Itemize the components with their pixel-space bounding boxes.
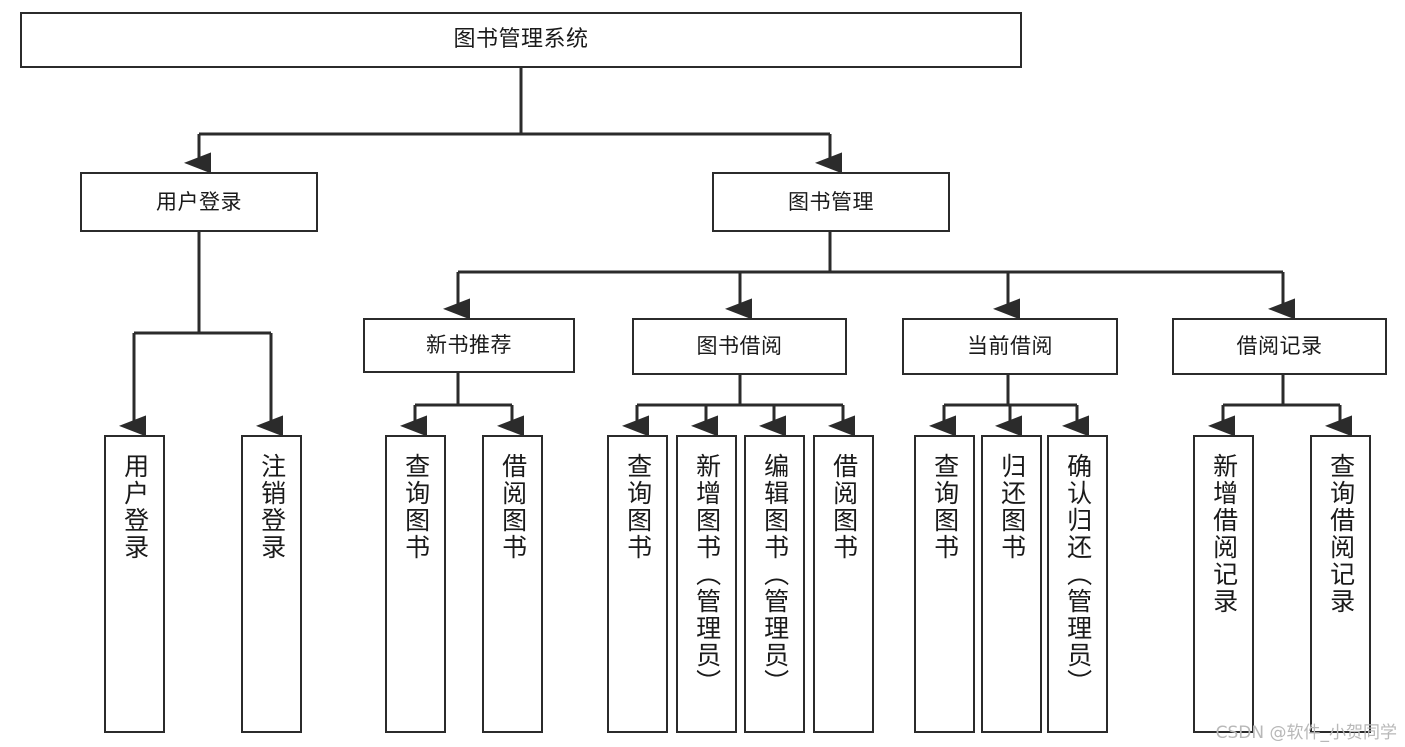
node-label: 图书管理系统 [453,27,589,53]
leaf-user-login-signout[interactable]: 注销登录 [241,435,302,733]
node-label: 用户登录 [120,453,150,561]
node-label: 借阅图书 [829,453,859,561]
leaf-current-borrow-query[interactable]: 查询图书 [914,435,975,733]
node-label: 图书管理 [788,189,874,214]
node-user-login[interactable]: 用户登录 [80,172,318,232]
node-book-management[interactable]: 图书管理 [712,172,950,232]
node-book-borrow[interactable]: 图书借阅 [632,318,847,375]
node-label: 查询图书 [623,453,653,561]
node-label: 查询图书 [930,453,960,561]
node-label: 查询图书 [401,453,431,561]
node-label: 新增图书（管理员） [692,453,722,696]
leaf-book-borrow-add[interactable]: 新增图书（管理员） [676,435,737,733]
node-label: 借阅记录 [1236,334,1323,359]
watermark-text: CSDN @软件_小贺同学 [1215,723,1397,743]
leaf-book-borrow-query[interactable]: 查询图书 [607,435,668,733]
node-label: 当前借阅 [967,334,1053,359]
leaf-current-borrow-return[interactable]: 归还图书 [981,435,1042,733]
node-label: 注销登录 [257,453,287,561]
leaf-user-login-signin[interactable]: 用户登录 [104,435,165,733]
node-label: 归还图书 [997,453,1027,561]
leaf-new-book-borrow[interactable]: 借阅图书 [482,435,543,733]
leaf-borrow-record-add[interactable]: 新增借阅记录 [1193,435,1254,733]
leaf-new-book-query[interactable]: 查询图书 [385,435,446,733]
node-label: 新增借阅记录 [1209,453,1239,615]
leaf-borrow-record-query[interactable]: 查询借阅记录 [1310,435,1371,733]
node-new-book-recommend[interactable]: 新书推荐 [363,318,575,373]
node-current-borrow[interactable]: 当前借阅 [902,318,1118,375]
node-label: 编辑图书（管理员） [760,453,790,696]
node-label: 用户登录 [156,189,242,214]
leaf-current-borrow-confirm-return[interactable]: 确认归还（管理员） [1047,435,1108,733]
node-label: 查询借阅记录 [1326,453,1356,615]
leaf-book-borrow-edit[interactable]: 编辑图书（管理员） [744,435,805,733]
node-label: 确认归还（管理员） [1063,453,1093,696]
node-label: 图书借阅 [696,334,783,359]
node-borrow-record[interactable]: 借阅记录 [1172,318,1387,375]
node-label: 借阅图书 [498,453,528,561]
node-root-system[interactable]: 图书管理系统 [20,12,1022,68]
leaf-book-borrow-borrow[interactable]: 借阅图书 [813,435,874,733]
node-label: 新书推荐 [426,333,512,358]
